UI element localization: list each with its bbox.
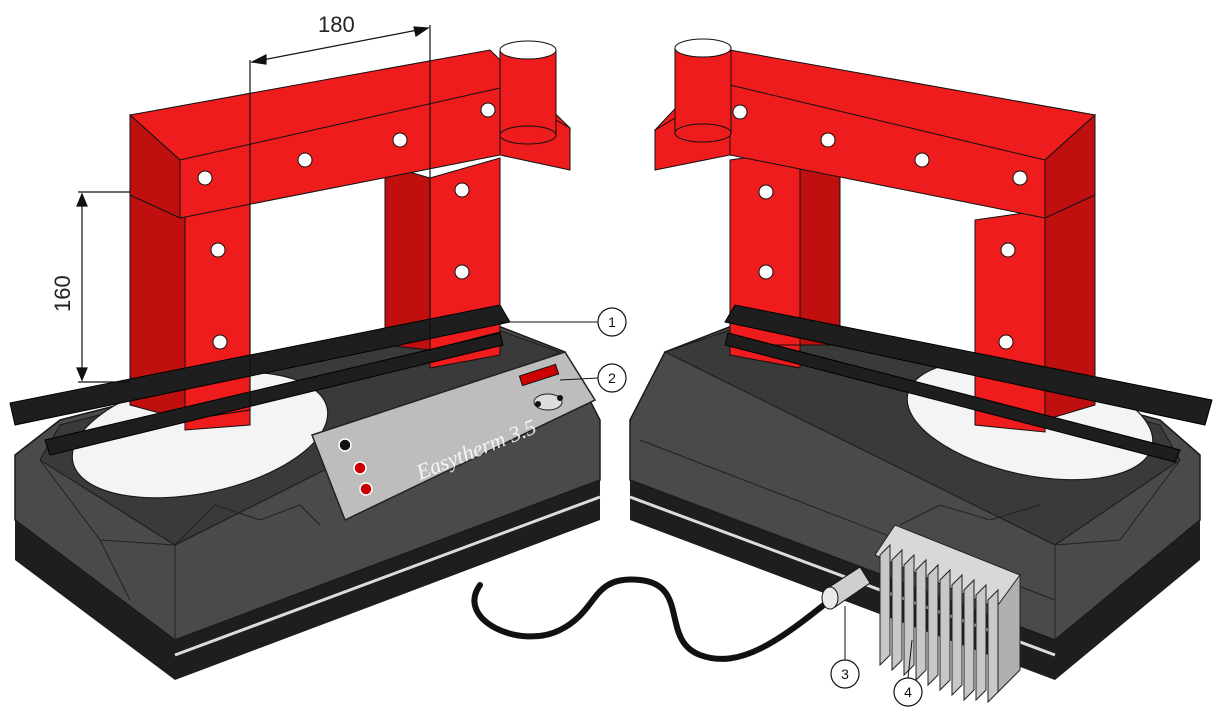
callout-3-label: 3 xyxy=(841,666,849,682)
callout-1-label: 1 xyxy=(608,314,616,330)
left-cylinder xyxy=(499,49,557,136)
control-panel xyxy=(311,351,597,522)
heater-icon xyxy=(533,393,563,411)
power-icon xyxy=(338,438,352,452)
temperature-probe-cable xyxy=(471,576,833,662)
magnetic-probe-block xyxy=(874,524,1021,704)
callout-4: 4 xyxy=(893,639,923,707)
temperature-probe xyxy=(821,566,871,610)
right-cylinder xyxy=(674,47,732,134)
height-dimension xyxy=(76,191,130,383)
callout-2-label: 2 xyxy=(608,370,616,386)
left-heater-unit: Easytherm 3.5 xyxy=(9,40,601,680)
callout-3: 3 xyxy=(830,606,860,689)
height-dimension-label: 160 xyxy=(50,275,75,312)
warning-icon xyxy=(353,461,367,475)
right-support-bar xyxy=(724,304,1213,426)
right-yoke-bolts xyxy=(732,104,1028,350)
width-dimension xyxy=(249,25,431,410)
callout-1: 1 xyxy=(498,307,627,337)
temperature-icon xyxy=(359,482,373,496)
width-dimension-label: 180 xyxy=(318,12,355,37)
display-window xyxy=(518,363,560,387)
callout-2: 2 xyxy=(559,363,627,393)
callout-4-label: 4 xyxy=(904,684,912,700)
right-heater-unit xyxy=(629,38,1213,680)
left-yoke-bolts xyxy=(197,102,496,350)
